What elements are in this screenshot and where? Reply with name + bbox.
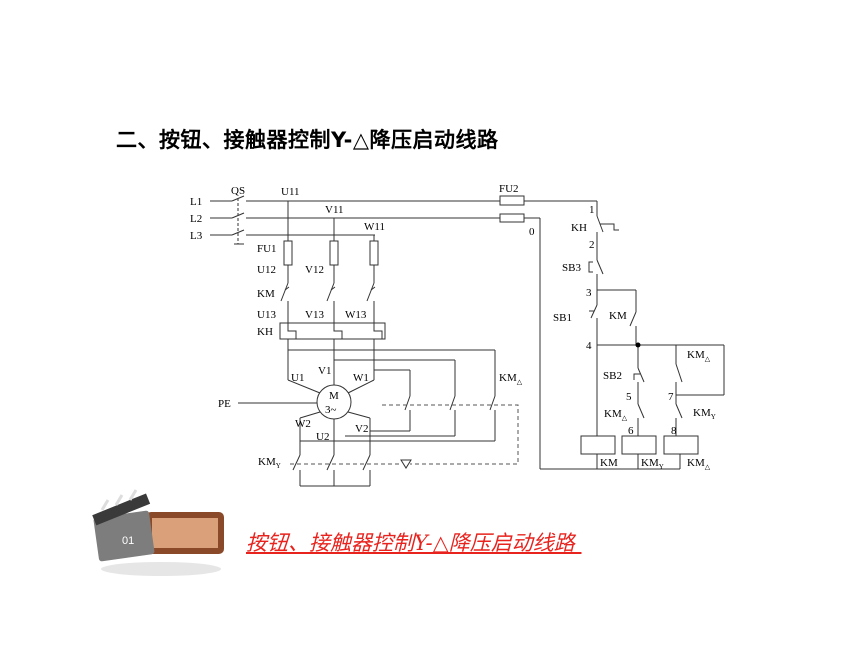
label-km-delta-hold: KM△: [687, 349, 711, 363]
label-w13: W13: [345, 309, 367, 321]
label-node-1: 1: [589, 204, 595, 216]
label-node-6: 6: [628, 425, 634, 437]
label-km-delta-interlock: KM△: [604, 408, 628, 422]
label-node-7: 7: [668, 391, 674, 403]
label-fu2: FU2: [499, 183, 519, 195]
label-v13: V13: [305, 309, 324, 321]
label-km-hold: KM: [609, 310, 627, 322]
label-node-0: 0: [529, 226, 535, 238]
label-u2: U2: [316, 431, 329, 443]
label-w11: W11: [364, 221, 385, 233]
label-sb3: SB3: [562, 262, 581, 274]
label-qs: QS: [231, 185, 245, 197]
label-l2: L2: [190, 213, 202, 225]
label-v2: V2: [355, 423, 368, 435]
label-v12: V12: [305, 264, 324, 276]
label-pe: PE: [218, 398, 231, 410]
label-node-2: 2: [589, 239, 595, 251]
label-u13: U13: [257, 309, 276, 321]
label-kh-main: KH: [257, 326, 273, 338]
label-km-star: KMY: [258, 456, 281, 470]
label-v1: V1: [318, 365, 331, 377]
label-l3: L3: [190, 230, 203, 242]
label-w1: W1: [353, 372, 369, 384]
label-node-5: 5: [626, 391, 632, 403]
label-km-delta: KM△: [499, 372, 523, 386]
label-w2: W2: [295, 418, 311, 430]
page-title: 二、按钮、接触器控制Y-△降压启动线路: [116, 128, 499, 152]
label-fu1: FU1: [257, 243, 277, 255]
label-coil-km-star: KMY: [641, 457, 664, 471]
video-link[interactable]: 按钮、接触器控制Y-△降压启动线路: [246, 531, 582, 555]
label-coil-km-delta: KM△: [687, 457, 711, 471]
label-node-8: 8: [671, 425, 677, 437]
label-sb1: SB1: [553, 312, 572, 324]
label-node-3: 3: [586, 287, 592, 299]
label-km-main: KM: [257, 288, 275, 300]
label-kh-control: KH: [571, 222, 587, 234]
label-motor-m: M: [329, 390, 339, 402]
label-sb2: SB2: [603, 370, 622, 382]
video-clapperboard-icon[interactable]: 01: [86, 484, 236, 579]
label-l1: L1: [190, 196, 202, 208]
label-km-star-interlock: KMY: [693, 407, 716, 421]
label-u12: U12: [257, 264, 276, 276]
clapper-label: 01: [122, 535, 134, 547]
label-coil-km: KM: [600, 457, 618, 469]
label-v11: V11: [325, 204, 344, 216]
label-u11: U11: [281, 186, 300, 198]
label-u1: U1: [291, 372, 304, 384]
label-node-4: 4: [586, 340, 592, 352]
label-motor-type: 3~: [325, 404, 337, 416]
